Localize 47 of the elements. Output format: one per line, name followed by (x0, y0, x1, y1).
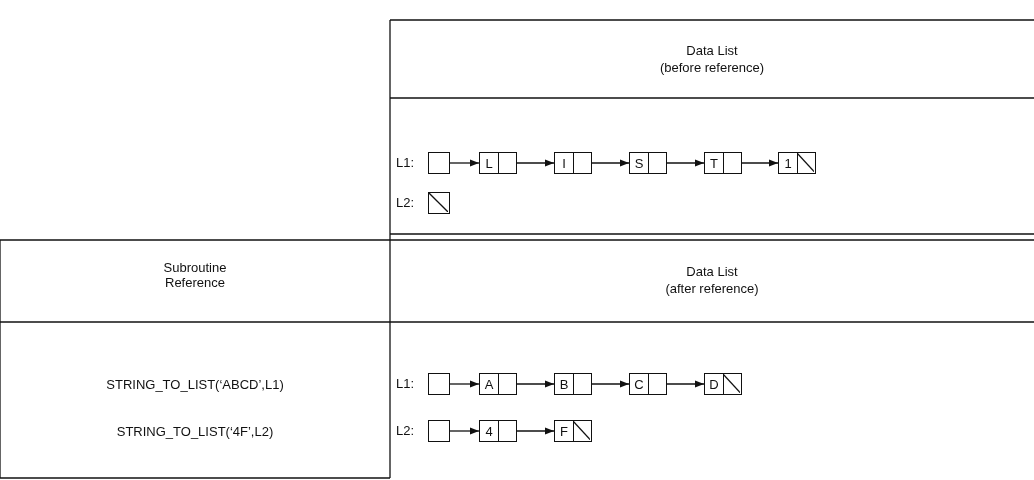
table-text: L1: (396, 155, 415, 170)
table-text: STRING_TO_LIST(‘4F’,L2) (116, 424, 274, 439)
node-value: C (630, 374, 649, 394)
table-text: Data List (686, 43, 738, 58)
list-node (629, 152, 667, 174)
list-node (629, 373, 667, 395)
node-value: T (705, 153, 724, 173)
pointer-box (428, 152, 450, 174)
node-value: B (555, 374, 574, 394)
table-text: L2: (396, 423, 415, 438)
pointer-arrow (516, 380, 555, 388)
node-value: D (705, 374, 724, 394)
pointer-arrow (666, 380, 705, 388)
table-text: (before reference) (659, 60, 765, 75)
pointer-arrow (666, 159, 705, 167)
pointer-box (428, 420, 450, 442)
node-value: 4 (480, 421, 499, 441)
node-value: S (630, 153, 649, 173)
list-node (479, 152, 517, 174)
table-text: Data List (686, 264, 738, 279)
node-value: A (480, 374, 499, 394)
list-node (479, 373, 517, 395)
list-node (704, 152, 742, 174)
table-text: L1: (396, 376, 415, 391)
list-node (479, 420, 517, 442)
node-value: 1 (779, 153, 798, 173)
pointer-box (428, 373, 450, 395)
pointer-arrow (741, 159, 779, 167)
list-node (554, 373, 592, 395)
pointer-arrow (516, 427, 555, 435)
table-text: (after reference) (665, 281, 759, 296)
pointer-arrow (591, 380, 630, 388)
node-value: F (555, 421, 574, 441)
pointer-arrow (516, 159, 555, 167)
table-text: Subroutine Reference (162, 260, 228, 290)
list-node (554, 420, 592, 442)
pointer-arrow (449, 427, 480, 435)
table-text: L2: (396, 195, 415, 210)
node-value: I (555, 153, 574, 173)
pointer-arrow (591, 159, 630, 167)
list-node (778, 152, 816, 174)
list-node (704, 373, 742, 395)
pointer-arrow (449, 380, 480, 388)
pointer-arrow (449, 159, 480, 167)
table-text: STRING_TO_LIST(‘ABCD’,L1) (106, 377, 284, 392)
list-node (554, 152, 592, 174)
node-value: L (480, 153, 499, 173)
